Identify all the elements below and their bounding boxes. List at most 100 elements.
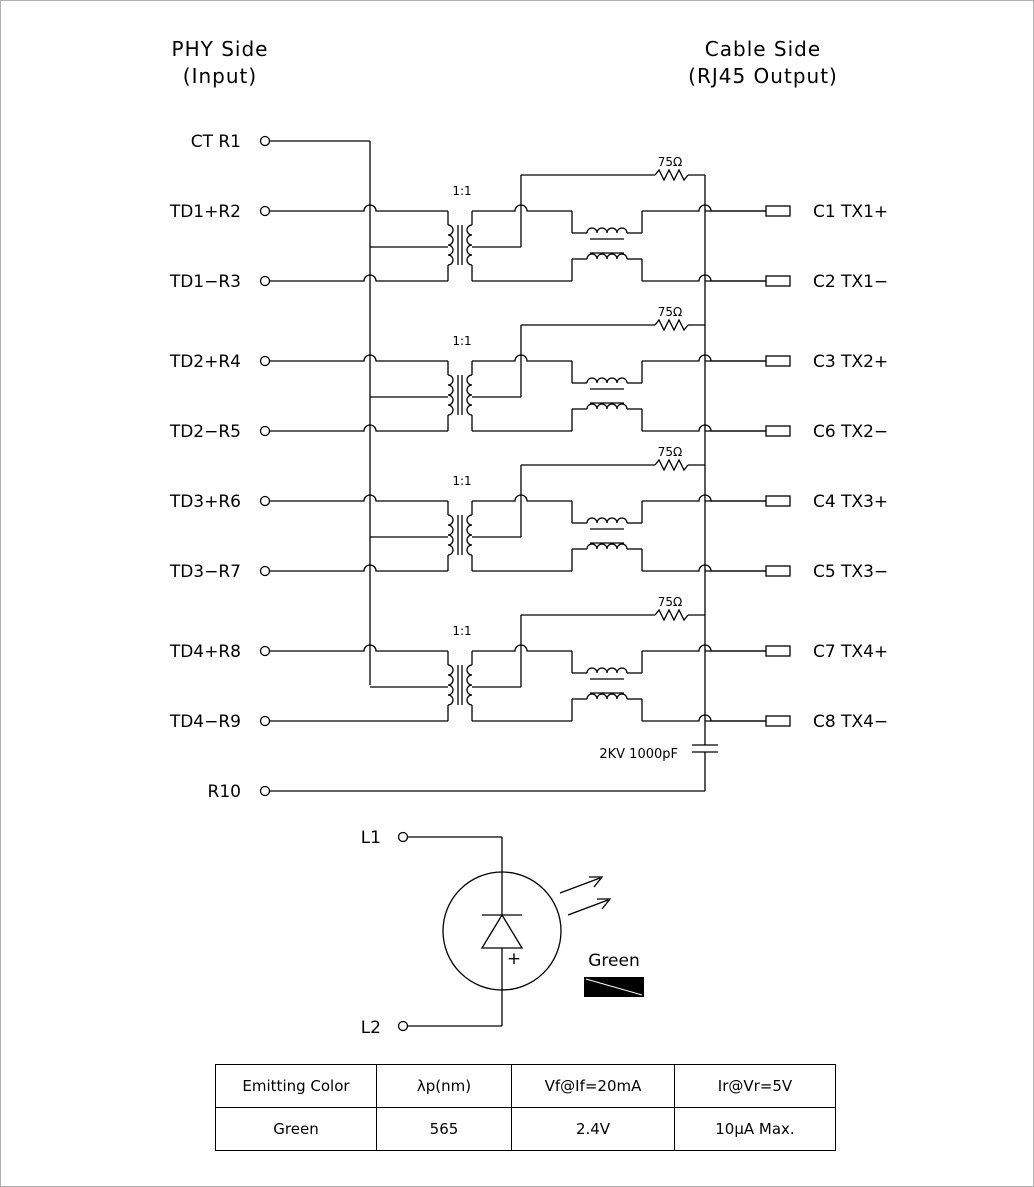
left-pin-label: R10: [208, 782, 241, 802]
signal-wire: [642, 494, 766, 502]
plus-sign: +: [507, 949, 521, 969]
ratio-label: 1:1: [452, 334, 471, 348]
choke-coil: [586, 227, 628, 234]
transformer-coil: [466, 224, 473, 266]
right-pin-label: C1 TX1+: [813, 202, 888, 222]
signal-wire: [270, 564, 448, 572]
arrow-head: [597, 898, 612, 910]
signal-wire: [270, 494, 448, 502]
choke-coil: [586, 253, 628, 260]
resistor-label: 75Ω: [658, 155, 682, 169]
signal-wire: [642, 204, 766, 212]
signal-wire: [642, 714, 766, 722]
connector-terminal: [765, 205, 791, 217]
signal-wire: [642, 644, 766, 652]
resistor-75ohm: [654, 318, 689, 332]
signal-wire: [642, 274, 766, 282]
transformer-coil: [447, 514, 454, 556]
right-pin-label: C2 TX1−: [813, 272, 888, 292]
connector-terminal: [765, 715, 791, 727]
terminal-circle: [259, 645, 271, 657]
resistor-label: 75Ω: [658, 595, 682, 609]
signal-wire: [270, 424, 448, 432]
signal-wire: [472, 644, 572, 652]
ratio-label: 1:1: [452, 624, 471, 638]
phy-side-title: PHY Side: [172, 37, 269, 61]
choke-coil: [586, 377, 628, 384]
resistor-75ohm: [654, 458, 689, 472]
capacitor-label: 2KV 1000pF: [599, 747, 678, 762]
connector-terminal: [765, 275, 791, 287]
left-pin-label: TD3−R7: [169, 562, 241, 582]
right-pin-label: C4 TX3+: [813, 492, 888, 512]
left-pin-label: TD4−R9: [169, 712, 241, 732]
resistor-label: 75Ω: [658, 445, 682, 459]
table-cell: Green: [215, 1107, 377, 1151]
right-pin-label: C7 TX4+: [813, 642, 888, 662]
cable-side-subtitle: (RJ45 Output): [688, 64, 838, 88]
left-pin-label: TD2+R4: [169, 352, 241, 372]
transformer-coil: [466, 514, 473, 556]
table-cell: 2.4V: [511, 1107, 675, 1151]
signal-wire: [642, 424, 766, 432]
led-pin-l2: L2: [361, 1018, 381, 1038]
resistor-label: 75Ω: [658, 305, 682, 319]
table-row: Green 565 2.4V 10μA Max.: [215, 1107, 836, 1151]
connector-terminal: [765, 645, 791, 657]
table-header-cell: Emitting Color: [215, 1064, 377, 1108]
connector-terminal: [765, 495, 791, 507]
signal-wire: [472, 204, 572, 212]
terminal-circle: [397, 831, 409, 843]
led-body-circle: [442, 871, 562, 991]
led-color-label: Green: [588, 951, 639, 971]
connector-terminal: [765, 425, 791, 437]
terminal-circle: [259, 565, 271, 577]
connector-terminal: [765, 355, 791, 367]
choke-coil: [586, 403, 628, 410]
diode-triangle: [480, 913, 524, 949]
swatch-stripe: [585, 978, 643, 996]
terminal-circle: [259, 135, 271, 147]
terminal-circle: [259, 205, 271, 217]
right-pin-label: C6 TX2−: [813, 422, 888, 442]
transformer-coil: [466, 374, 473, 416]
signal-wire: [270, 354, 448, 362]
transformer-coil: [466, 664, 473, 706]
cable-side-title: Cable Side: [705, 37, 821, 61]
choke-coil: [586, 543, 628, 550]
column-headers: PHY Side (Input) Cable Side (RJ45 Output…: [172, 37, 838, 88]
light-arrow: [559, 877, 601, 894]
led-pin-l1: L1: [361, 828, 381, 848]
arrow-head: [589, 876, 604, 888]
left-pin-label: TD1+R2: [169, 202, 241, 222]
choke-coil: [586, 667, 628, 674]
left-pin-label: TD4+R8: [169, 642, 241, 662]
transformer-coil: [447, 224, 454, 266]
choke-coil: [586, 517, 628, 524]
signal-wire: [270, 644, 448, 652]
ratio-label: 1:1: [452, 474, 471, 488]
terminal-circle: [259, 785, 271, 797]
table-header-row: Emitting Color λp(nm) Vf@If=20mA Ir@Vr=5…: [215, 1064, 836, 1108]
signal-wire: [642, 354, 766, 362]
signal-wire: [270, 204, 448, 212]
left-pin-label: TD2−R5: [169, 422, 241, 442]
transformer-coil: [447, 664, 454, 706]
connector-terminal: [765, 565, 791, 577]
signal-wire: [270, 274, 448, 282]
right-pin-label: C8 TX4−: [813, 712, 888, 732]
circuit-wiring: [259, 135, 791, 797]
left-pin-label: CT R1: [191, 132, 241, 152]
resistor-75ohm: [654, 608, 689, 622]
signal-wire: [472, 354, 572, 362]
table-cell: 565: [376, 1107, 512, 1151]
ratio-label: 1:1: [452, 184, 471, 198]
table-header-cell: λp(nm): [376, 1064, 512, 1108]
terminal-circle: [259, 495, 271, 507]
terminal-circle: [259, 355, 271, 367]
terminal-circle: [259, 715, 271, 727]
right-pin-label: C3 TX2+: [813, 352, 888, 372]
right-pin-label: C5 TX3−: [813, 562, 888, 582]
signal-wire: [642, 564, 766, 572]
